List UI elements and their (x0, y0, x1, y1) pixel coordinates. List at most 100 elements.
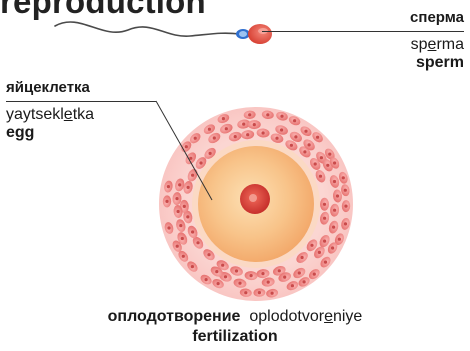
corona-cell-nucleus (310, 244, 313, 247)
corona-cell-nucleus (271, 292, 274, 295)
corona-cell-nucleus (331, 246, 334, 249)
corona-cell-nucleus (209, 152, 212, 155)
fertilization-line: оплодотворение oplodotvoreniye (0, 307, 470, 327)
corona-cell-nucleus (316, 136, 319, 139)
corona-cell-nucleus (234, 135, 237, 138)
corona-cell-nucleus (177, 210, 180, 213)
corona-cell-nucleus (278, 269, 281, 272)
corona-cell-nucleus (178, 183, 181, 186)
corona-cell-nucleus (318, 251, 321, 254)
corona-cell-nucleus (196, 241, 199, 244)
corona-cell-nucleus (298, 271, 301, 274)
corona-cell-nucleus (244, 291, 247, 294)
corona-cell-nucleus (344, 205, 347, 208)
sperm-label: сперма sperma sperm (410, 9, 464, 72)
corona-cell-nucleus (221, 264, 224, 267)
corona-cell-nucleus (250, 274, 253, 277)
corona-cell-nucleus (333, 180, 336, 183)
corona-cell-nucleus (182, 255, 185, 258)
corona-cell-nucleus (323, 203, 326, 206)
egg-russian: яйцеклетка (6, 79, 94, 96)
corona-cell-nucleus (290, 144, 293, 147)
corona-cell-nucleus (266, 113, 269, 116)
corona-cell-nucleus (304, 130, 307, 133)
corona-cell-nucleus (242, 123, 245, 126)
corona-cell-nucleus (291, 284, 294, 287)
corona-cell-nucleus (301, 256, 304, 259)
corona-cell-nucleus (165, 200, 168, 203)
corona-cell-nucleus (246, 133, 249, 136)
corona-cell-nucleus (207, 253, 210, 256)
corona-cell-nucleus (283, 276, 286, 279)
egg-transliteration: yaytsekletka (6, 106, 94, 124)
corona-cell-nucleus (191, 174, 194, 177)
corona-cell-nucleus (181, 237, 184, 240)
fertilization-english: fertilization (0, 327, 470, 347)
egg-nucleolus (249, 194, 257, 202)
corona-cell-nucleus (319, 175, 322, 178)
fertilization-russian: оплодотворение (108, 308, 241, 325)
corona-cell-nucleus (323, 217, 326, 220)
corona-cell-nucleus (186, 215, 189, 218)
corona-cell-nucleus (183, 205, 186, 208)
corona-cell-nucleus (267, 281, 270, 284)
corona-cell-nucleus (176, 245, 179, 248)
corona-cell-nucleus (189, 157, 192, 160)
corona-cell-nucleus (238, 282, 241, 285)
corona-cell-nucleus (275, 137, 278, 140)
corona-cell-nucleus (328, 153, 331, 156)
sperm-midpiece-ring (239, 31, 247, 37)
corona-cell-nucleus (332, 226, 335, 229)
corona-cell-nucleus (185, 145, 188, 148)
corona-cell-nucleus (175, 197, 178, 200)
egg-english: egg (6, 124, 94, 142)
corona-cell-nucleus (167, 226, 170, 229)
corona-cell-nucleus (258, 291, 261, 294)
corona-cell-nucleus (280, 115, 283, 118)
sperm-english: sperm (410, 54, 464, 72)
corona-cell-nucleus (303, 150, 306, 153)
fertilization-transliteration: oplodotvoreniye (249, 308, 362, 325)
corona-cell-nucleus (308, 143, 311, 146)
corona-cell-nucleus (191, 230, 194, 233)
corona-cell-nucleus (187, 186, 190, 189)
corona-cell-nucleus (324, 261, 327, 264)
corona-cell-nucleus (191, 265, 194, 268)
corona-cell-nucleus (167, 185, 170, 188)
corona-cell-nucleus (253, 123, 256, 126)
corona-cell-nucleus (205, 278, 208, 281)
sperm-russian: сперма (410, 9, 464, 26)
corona-cell-nucleus (342, 176, 345, 179)
corona-cell-nucleus (215, 270, 218, 273)
corona-cell-nucleus (217, 282, 220, 285)
corona-cell-nucleus (224, 275, 227, 278)
corona-cell-nucleus (194, 137, 197, 140)
fertilization-label: оплодотворение oplodotvoreniye fertiliza… (0, 307, 470, 347)
corona-cell-nucleus (320, 156, 323, 159)
corona-cell-nucleus (222, 117, 225, 120)
corona-cell-nucleus (344, 189, 347, 192)
corona-cell-nucleus (294, 135, 297, 138)
corona-cell-nucleus (314, 162, 317, 165)
egg-label: яйцеклетка yaytsekletka egg (6, 79, 94, 142)
sperm-transliteration: sperma (410, 36, 464, 54)
corona-cell-nucleus (344, 222, 347, 225)
corona-cell-nucleus (326, 164, 329, 167)
corona-cell-nucleus (225, 127, 228, 130)
corona-cell-nucleus (262, 131, 265, 134)
corona-cell-nucleus (336, 194, 339, 197)
corona-cell-nucleus (313, 273, 316, 276)
corona-cell-nucleus (261, 272, 264, 275)
sperm-tail (55, 22, 240, 36)
corona-cell-nucleus (280, 128, 283, 131)
corona-cell-nucleus (213, 136, 216, 139)
corona-cell-nucleus (333, 161, 336, 164)
corona-cell-nucleus (293, 119, 296, 122)
corona-cell-nucleus (199, 161, 202, 164)
corona-cell-nucleus (208, 128, 211, 131)
sperm-head (248, 24, 272, 44)
corona-cell-nucleus (338, 238, 341, 241)
corona-cell-nucleus (323, 240, 326, 243)
corona-cell-nucleus (333, 209, 336, 212)
